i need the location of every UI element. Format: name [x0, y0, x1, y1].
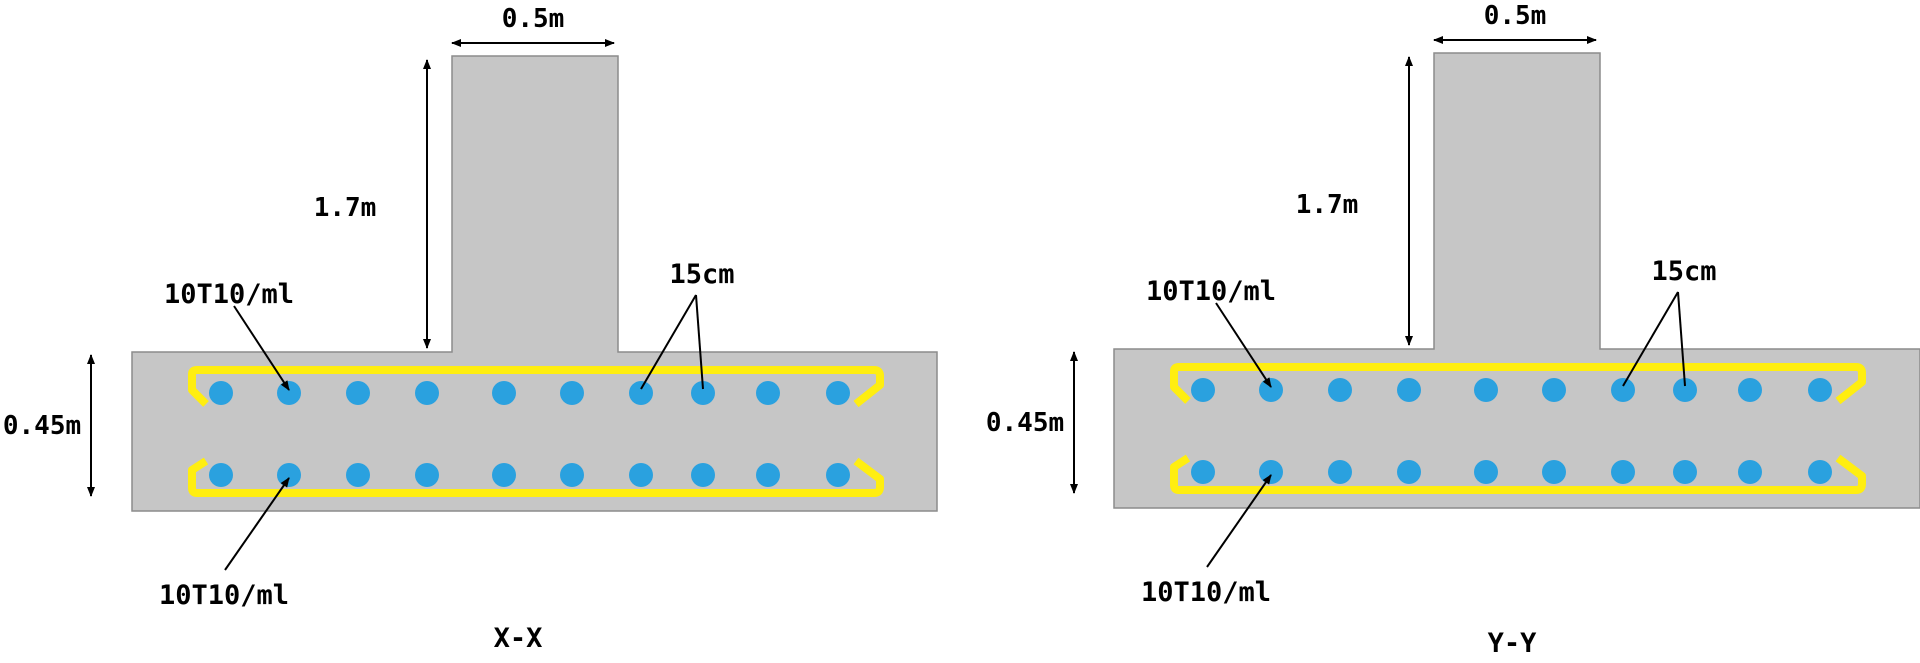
rebar-dot — [629, 463, 653, 487]
rebar-dot — [492, 463, 516, 487]
rebar-dot — [1673, 460, 1697, 484]
rebar-dot — [826, 463, 850, 487]
rebar-dot — [1259, 378, 1283, 402]
rebar-dot — [1191, 460, 1215, 484]
concrete-section — [131, 55, 938, 512]
rebar-dot — [209, 463, 233, 487]
rebar-dot — [1397, 460, 1421, 484]
rebar-dot — [1191, 378, 1215, 402]
footing-depth-label: 0.45m — [3, 411, 81, 441]
top-rebar-row — [209, 381, 850, 405]
spacing-leader-right — [1677, 291, 1686, 387]
rebar-dot — [277, 463, 301, 487]
rebar-dot — [1808, 378, 1832, 402]
rebar-dot — [1738, 460, 1762, 484]
rebar-dot — [826, 381, 850, 405]
spacing-leader-left — [640, 294, 697, 390]
rebar-dot — [1328, 460, 1352, 484]
top-stirrup — [1170, 363, 1866, 405]
stem-height-label: 1.7m — [1296, 190, 1359, 220]
rebar-dot — [277, 381, 301, 405]
rebar-dot — [1328, 378, 1352, 402]
rebar-dot — [415, 463, 439, 487]
rebar-dot — [629, 381, 653, 405]
bottom-rebar-row — [1191, 460, 1832, 484]
rebar-dot — [492, 381, 516, 405]
rebar-dot — [1808, 460, 1832, 484]
bottom-rebar-label: 10T10/ml — [159, 580, 289, 611]
rebar-dot — [1397, 378, 1421, 402]
spacing-leader-right — [695, 294, 704, 390]
rebar-dot — [560, 463, 584, 487]
rebar-dot — [209, 381, 233, 405]
section-title: X-X — [494, 623, 543, 654]
section-x-x: 0.5m 1.7m 0.45m 10T10/ml 10T10/ml 15cm X… — [3, 4, 938, 654]
top-rebar-leader — [1215, 302, 1272, 388]
rebar-dot — [346, 463, 370, 487]
rebar-dot — [691, 381, 715, 405]
stem-width-label: 0.5m — [1484, 1, 1547, 31]
bottom-stirrup — [188, 457, 884, 497]
rebar-dot — [346, 381, 370, 405]
rebar-dot — [1611, 460, 1635, 484]
rebar-dot — [1673, 378, 1697, 402]
rebar-dot — [560, 381, 584, 405]
footing-depth-label: 0.45m — [986, 408, 1064, 438]
top-rebar-leader — [233, 305, 290, 391]
rebar-dot — [1474, 460, 1498, 484]
rebar-dot — [1611, 378, 1635, 402]
spacing-label: 15cm — [669, 259, 734, 290]
spacing-leader-left — [1622, 291, 1679, 387]
stem-width-label: 0.5m — [502, 4, 565, 34]
section-y-y: 0.5m 1.7m 0.45m 10T10/ml 10T10/ml 15cm Y… — [986, 1, 1920, 659]
bottom-rebar-row — [209, 463, 850, 487]
top-rebar-label: 10T10/ml — [164, 279, 294, 310]
bottom-rebar-leader — [224, 477, 290, 571]
rebar-dot — [1259, 460, 1283, 484]
rebar-dot — [1542, 378, 1566, 402]
rebar-dot — [1542, 460, 1566, 484]
rebar-dot — [415, 381, 439, 405]
rebar-dot — [1474, 378, 1498, 402]
rebar-dot — [1738, 378, 1762, 402]
top-rebar-label: 10T10/ml — [1146, 276, 1276, 307]
rebar-dot — [756, 381, 780, 405]
stem-height-label: 1.7m — [314, 193, 377, 223]
rebar-dot — [756, 463, 780, 487]
bottom-rebar-leader — [1206, 474, 1272, 568]
bottom-rebar-label: 10T10/ml — [1141, 577, 1271, 608]
concrete-section — [1113, 52, 1920, 509]
bottom-stirrup — [1170, 454, 1866, 494]
spacing-label: 15cm — [1651, 256, 1716, 287]
section-title: Y-Y — [1488, 628, 1538, 659]
rebar-dot — [691, 463, 715, 487]
top-stirrup — [188, 366, 884, 408]
